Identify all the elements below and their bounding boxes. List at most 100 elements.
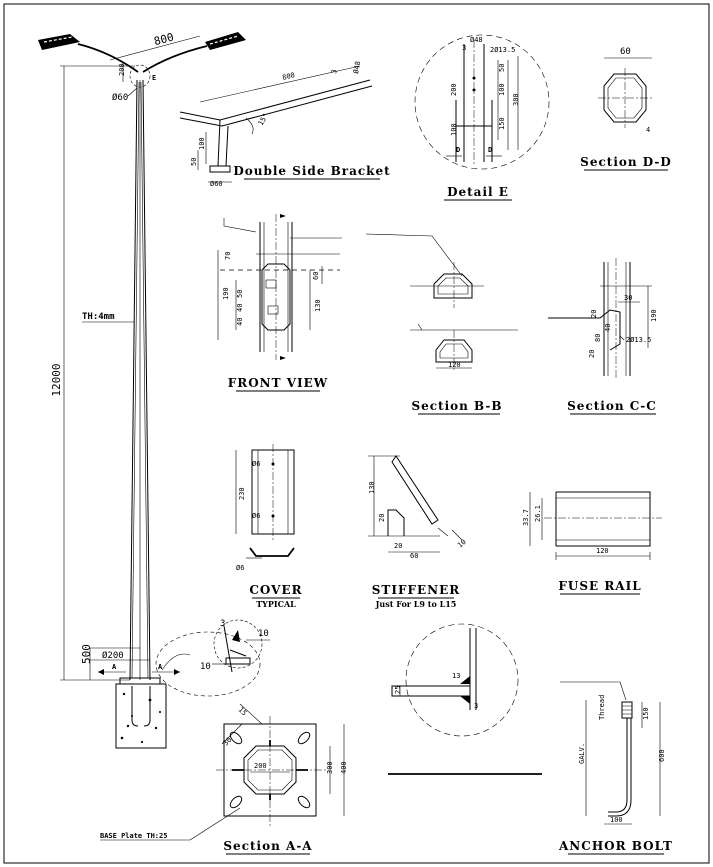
fuse-rail-detail: 33.7 26.1 120 FUSE RAIL <box>522 491 662 595</box>
section-bb-width: 120 <box>448 361 461 369</box>
weld-detail-a: 13 <box>452 672 460 680</box>
cover-hole-bottom: Ø6 <box>252 512 260 520</box>
anchor-galv: GALV. <box>578 743 586 764</box>
title-fuse-rail: FUSE RAIL <box>558 579 641 593</box>
front-dim-60: 60 <box>312 272 320 280</box>
stiffener-width: 60 <box>410 552 418 560</box>
bracket-arm-length: 800 <box>282 71 296 82</box>
title-section-aa: Section A-A <box>223 839 312 853</box>
right-luminaire <box>205 32 246 50</box>
title-cover: COVER <box>249 583 302 597</box>
section-dd-thickness: 4 <box>646 126 650 134</box>
bracket-angle: 15° <box>257 112 270 127</box>
section-dd: 60 4 Section D-D <box>580 47 672 171</box>
stiffener-thickness: 10 <box>456 538 468 550</box>
cover-hole-top: Ø6 <box>252 460 260 468</box>
anchor-dim-150: 150 <box>642 707 650 720</box>
section-cc-dim-40: 40 <box>604 324 612 332</box>
section-aa-dim-400: 400 <box>340 761 348 774</box>
detail-e-dim-200: 200 <box>450 83 458 96</box>
bracket-tube-diameter: Ø48 <box>352 60 362 74</box>
detail-e-dim-50: 50 <box>498 64 506 72</box>
front-dim-40b: 40 <box>236 318 244 326</box>
fuse-rail-height: 33.7 <box>522 509 530 526</box>
front-dim-130: 130 <box>314 299 322 312</box>
front-dim-190: 190 <box>222 287 230 300</box>
top-diameter: Ø60 <box>112 92 128 103</box>
section-cc: 20 30 80 40 20 190 2Ø13.5 Section C-C <box>548 258 658 415</box>
title-front-view: FRONT VIEW <box>228 376 329 390</box>
weld-detail: 13 3 25 <box>388 623 542 775</box>
bracket-dim-50: 50 <box>190 158 198 166</box>
section-cc-hole: 2Ø13.5 <box>626 336 651 344</box>
section-cc-dim-20b: 20 <box>588 350 596 358</box>
detail-e-cut-left: D <box>456 146 460 154</box>
cover-height: 230 <box>238 487 246 500</box>
anchor-bolt-detail: Thread GALV. 150 600 100 ANCHOR BOLT <box>558 681 673 855</box>
double-bracket-detail: 800 3 Ø48 15° 100 50 Ø60 Double Side Bra… <box>179 60 390 188</box>
anchor-dim-100: 100 <box>610 816 623 824</box>
section-dd-width: 60 <box>620 47 631 57</box>
detail-e-dim-150: 150 <box>498 117 506 130</box>
stiffener-detail: 130 20 20 60 10 STIFFENER Just For L9 to… <box>368 455 468 609</box>
stiffener-height: 130 <box>368 481 376 494</box>
section-bb: 120 Section B-B <box>365 233 518 415</box>
base-height-dim: 500 <box>80 644 93 664</box>
cover-detail: 230 Ø6 Ø6 Ø6 COVER TYPICAL <box>235 444 302 609</box>
detail-e-dim-100: 100 <box>450 123 458 136</box>
fuse-rail-inner-height: 26.1 <box>534 505 542 522</box>
detail-e-dim-300: 300 <box>512 93 520 106</box>
bracket-stub-diameter: Ø60 <box>210 180 223 188</box>
section-cc-dim-80: 80 <box>594 334 602 342</box>
front-dim-50: 50 <box>236 290 244 298</box>
front-dim-70: 70 <box>224 252 232 260</box>
stiffener-subtitle: Just For L9 to L15 <box>375 599 457 609</box>
bracket-rise-dim: 200 <box>118 63 126 76</box>
cover-hole-section: Ø6 <box>236 564 244 572</box>
section-cc-dim-20: 20 <box>590 310 598 318</box>
anchor-dim-600: 600 <box>658 749 666 762</box>
weld-size-b: 10 <box>258 629 269 639</box>
stiffener-dim-20: 20 <box>378 514 386 522</box>
detail-e-dim-100b: 100 <box>498 83 506 96</box>
title-section-bb: Section B-B <box>411 399 502 413</box>
section-cc-dim-30: 30 <box>624 294 632 302</box>
title-anchor-bolt: ANCHOR BOLT <box>558 839 673 853</box>
detail-e-marker: E <box>152 74 156 82</box>
detail-e-hole: 2Ø13.5 <box>490 46 515 54</box>
fuse-rail-width: 120 <box>596 547 609 555</box>
pole-elevation: E 800 200 Ø60 12000 TH:4mm Ø200 500 A <box>38 30 270 841</box>
section-a-left: A <box>112 663 117 671</box>
section-aa: 200 30 15 300 400 Section A-A <box>216 703 348 855</box>
weld-detail-b: 3 <box>474 702 478 710</box>
section-cc-dim-190: 190 <box>650 309 658 322</box>
section-aa-inner: 200 <box>254 762 267 770</box>
bracket-thickness: 3 <box>330 69 339 75</box>
bracket-dim-100: 100 <box>198 137 206 150</box>
sheet-border <box>3 3 710 864</box>
detail-e: Ø48 2Ø13.5 3 200 100 50 100 150 300 D D … <box>414 34 550 201</box>
title-stiffener: STIFFENER <box>372 583 461 597</box>
section-aa-dim-15: 15 <box>237 706 249 718</box>
arm-span-dim: 800 <box>153 30 176 48</box>
detail-e-diameter: Ø48 <box>470 36 483 44</box>
title-detail-e: Detail E <box>447 185 509 199</box>
title-double-bracket: Double Side Bracket <box>233 164 390 178</box>
pole-height-dim: 12000 <box>50 363 63 396</box>
section-a-right: A <box>158 663 163 671</box>
title-section-dd: Section D-D <box>580 155 672 169</box>
wall-thickness: TH:4mm <box>82 312 115 322</box>
front-view: 70 190 50 40 40 60 130 FRONT VIEW <box>217 214 342 392</box>
anchor-thread: Thread <box>598 695 606 720</box>
weld-size-a: 3 <box>220 619 225 629</box>
detail-e-cut-right: D <box>488 146 492 154</box>
section-aa-dim-300: 300 <box>326 761 334 774</box>
front-dim-40: 40 <box>236 304 244 312</box>
cover-subtitle: TYPICAL <box>256 599 296 609</box>
section-aa-dim-30: 30 <box>222 736 234 748</box>
weld-size-c: 10 <box>200 662 211 672</box>
base-diameter: Ø200 <box>102 650 124 661</box>
weld-detail-c: 25 <box>394 686 402 694</box>
